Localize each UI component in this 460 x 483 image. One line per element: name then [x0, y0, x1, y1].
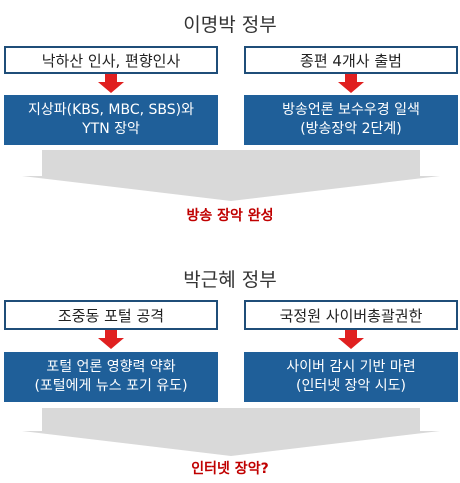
result-text: 방송 장악 완성 — [186, 208, 274, 224]
box-left-bottom: 포털 언론 영향력 약화 (포털에게 뉴스 포기 유도) — [4, 352, 218, 402]
gray-down-arrow-icon — [22, 408, 440, 456]
gray-down-arrow-icon — [22, 150, 440, 201]
box-line: 포털 언론 영향력 약화 — [46, 359, 176, 375]
box-left-top: 낙하산 인사, 편향인사 — [4, 46, 218, 74]
red-down-arrow-icon — [338, 330, 364, 349]
box-line: 사이버 감시 기반 마련 — [286, 359, 416, 375]
box-line: (방송장악 2단계) — [300, 121, 402, 137]
box-right-bottom: 사이버 감시 기반 마련 (인터넷 장악 시도) — [244, 352, 458, 402]
box-left-bottom: 지상파(KBS, MBC, SBS)와 YTN 장악 — [4, 95, 218, 145]
box-line: (인터넷 장악 시도) — [296, 378, 406, 394]
section-title-park: 박근혜 정부 — [183, 269, 277, 291]
box-line: YTN 장악 — [82, 121, 140, 137]
box-right-bottom: 방송언론 보수우경 일색 (방송장악 2단계) — [244, 95, 458, 145]
box-left-top: 조중동 포털 공격 — [4, 300, 218, 330]
box-line: 방송언론 보수우경 일색 — [282, 102, 420, 118]
red-down-arrow-icon — [98, 330, 124, 349]
box-right-top: 국정원 사이버총괄권한 — [244, 300, 458, 330]
red-down-arrow-icon — [338, 74, 364, 93]
box-right-top: 종편 4개사 출범 — [244, 46, 458, 74]
section-title-lee: 이명박 정부 — [183, 14, 277, 36]
result-text: 인터넷 장악? — [191, 461, 269, 477]
box-line: (포털에게 뉴스 포기 유도) — [34, 378, 188, 394]
red-down-arrow-icon — [98, 74, 124, 93]
box-line: 지상파(KBS, MBC, SBS)와 — [27, 102, 194, 118]
